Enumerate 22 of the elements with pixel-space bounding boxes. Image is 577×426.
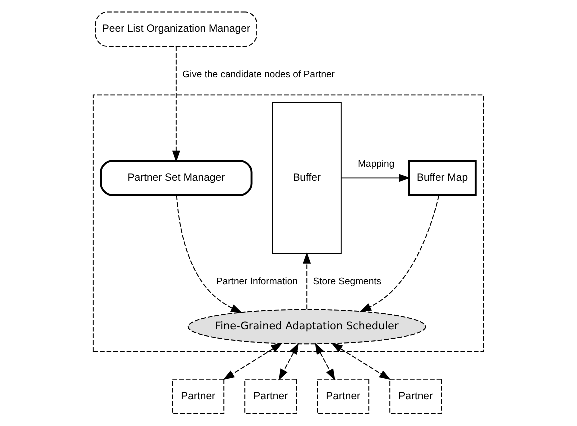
arrow	[172, 46, 180, 162]
arrow	[303, 252, 312, 310]
node-box: Partner	[390, 378, 442, 414]
edge-label: Mapping	[358, 159, 395, 170]
arrow	[360, 195, 440, 312]
node-box: Partner	[244, 378, 298, 414]
node-box: Partner	[172, 378, 225, 414]
node-box: Peer List Organization Manager	[95, 12, 258, 48]
node-ellipse: Fine-Grained Adaptation Scheduler	[188, 309, 426, 345]
node-box: Partner Set Manager	[100, 160, 253, 196]
arrow	[331, 343, 391, 380]
edge-label: Store Segments	[313, 276, 382, 288]
arrow	[223, 343, 283, 380]
arrow	[176, 195, 243, 314]
node-box: Buffer	[272, 102, 342, 254]
node-box: Buffer Map	[408, 160, 477, 196]
arrow	[315, 343, 336, 381]
edge-label: Give the candidate nodes of Partner	[182, 70, 335, 81]
node-box: Partner	[317, 378, 370, 414]
arrow	[341, 174, 410, 182]
edge-label: Partner Information	[216, 276, 298, 288]
arrow	[278, 343, 299, 381]
